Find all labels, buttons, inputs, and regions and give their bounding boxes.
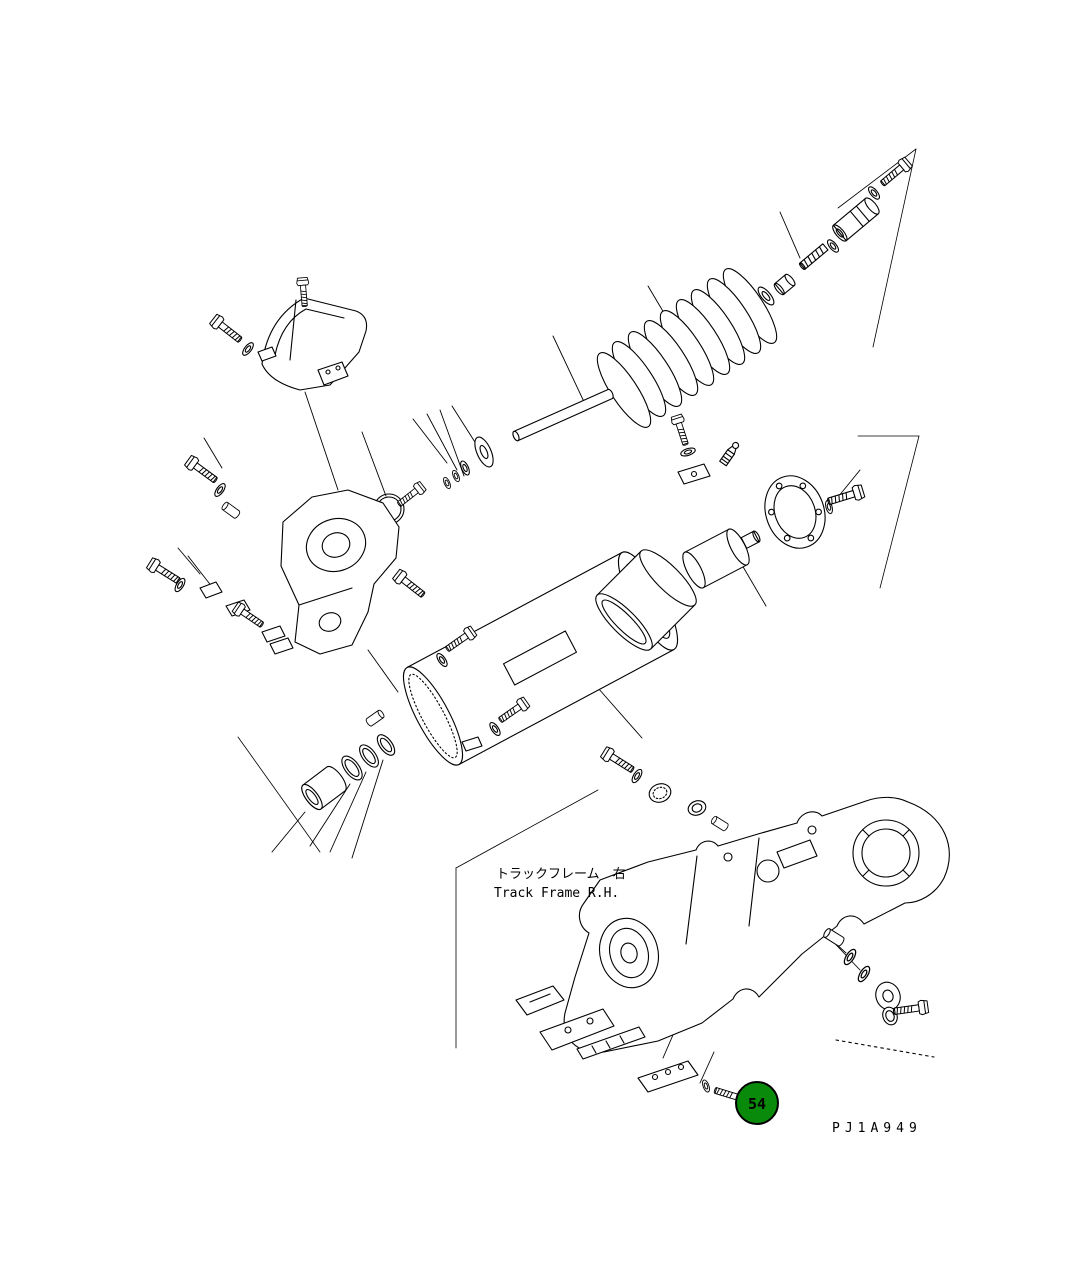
drawing-code: PJ1A949 bbox=[832, 1121, 922, 1136]
seal-ring bbox=[341, 755, 363, 781]
ring bbox=[687, 800, 707, 816]
recoil-spring bbox=[596, 268, 778, 428]
shim-plate bbox=[261, 625, 286, 643]
seal-ring bbox=[359, 744, 379, 768]
frame-brackets bbox=[515, 985, 646, 1060]
pin bbox=[709, 815, 730, 833]
cover-plate bbox=[637, 1060, 699, 1093]
pilot-fitting bbox=[832, 197, 880, 242]
washer bbox=[629, 767, 645, 785]
valve-assembly bbox=[669, 413, 761, 589]
view-boundary bbox=[237, 148, 920, 1049]
pin bbox=[364, 708, 386, 728]
washer bbox=[450, 468, 462, 484]
bearing-cage bbox=[648, 783, 672, 803]
clip-plate bbox=[461, 736, 483, 752]
flanged-washer bbox=[757, 286, 775, 306]
callout-circle[interactable] bbox=[735, 1081, 779, 1125]
bracket-plate bbox=[677, 463, 711, 485]
hex-bolt bbox=[669, 413, 693, 448]
seal-ring bbox=[376, 734, 396, 756]
frame-top-fasteners bbox=[599, 745, 730, 833]
washer bbox=[855, 963, 873, 985]
track-frame-label-jp: トラックフレーム 右 bbox=[496, 867, 626, 882]
pin bbox=[220, 500, 242, 520]
washer bbox=[841, 946, 859, 968]
spring-guard-cover bbox=[208, 276, 368, 391]
washer bbox=[240, 340, 256, 358]
end-disc bbox=[875, 981, 901, 1011]
hex-bolt bbox=[208, 312, 246, 347]
valve-nipple bbox=[740, 530, 761, 549]
shim-plate bbox=[269, 637, 294, 655]
threaded-rod bbox=[799, 243, 829, 270]
seat-disc bbox=[474, 436, 494, 468]
piston bbox=[301, 765, 347, 811]
dotted-reference-line bbox=[835, 1039, 935, 1058]
track-frame-label-en: Track Frame R.H. bbox=[494, 886, 619, 901]
hex-bolt bbox=[183, 453, 221, 487]
flange-ring bbox=[764, 475, 866, 549]
hex-bolt bbox=[599, 745, 638, 777]
hex-bolt bbox=[394, 480, 428, 511]
frame-bottom-fasteners bbox=[821, 927, 935, 1058]
spring-seat-casting bbox=[145, 453, 429, 655]
piston-seals bbox=[301, 734, 396, 811]
spring-rod-group bbox=[373, 388, 614, 525]
hex-bolt bbox=[391, 567, 429, 602]
washer bbox=[679, 445, 697, 459]
lock-plate bbox=[199, 581, 223, 599]
callout-54[interactable]: 54 bbox=[735, 1081, 779, 1125]
pin bbox=[821, 927, 846, 948]
hex-bolt bbox=[230, 600, 267, 632]
cylinder-sleeve bbox=[595, 549, 697, 651]
washer bbox=[700, 1078, 712, 1094]
cylinder-fasteners bbox=[364, 624, 532, 752]
hex-bolt bbox=[876, 155, 914, 190]
washer bbox=[825, 237, 841, 255]
shim-plate bbox=[257, 346, 277, 362]
collar bbox=[773, 273, 796, 296]
spring-rod bbox=[512, 388, 614, 442]
grease-fitting bbox=[719, 441, 740, 467]
washer bbox=[212, 481, 228, 499]
cover-plate-group bbox=[637, 1060, 749, 1107]
top-fastener-group bbox=[757, 155, 914, 306]
washer bbox=[441, 475, 453, 491]
callout-number: 54 bbox=[748, 1095, 766, 1113]
